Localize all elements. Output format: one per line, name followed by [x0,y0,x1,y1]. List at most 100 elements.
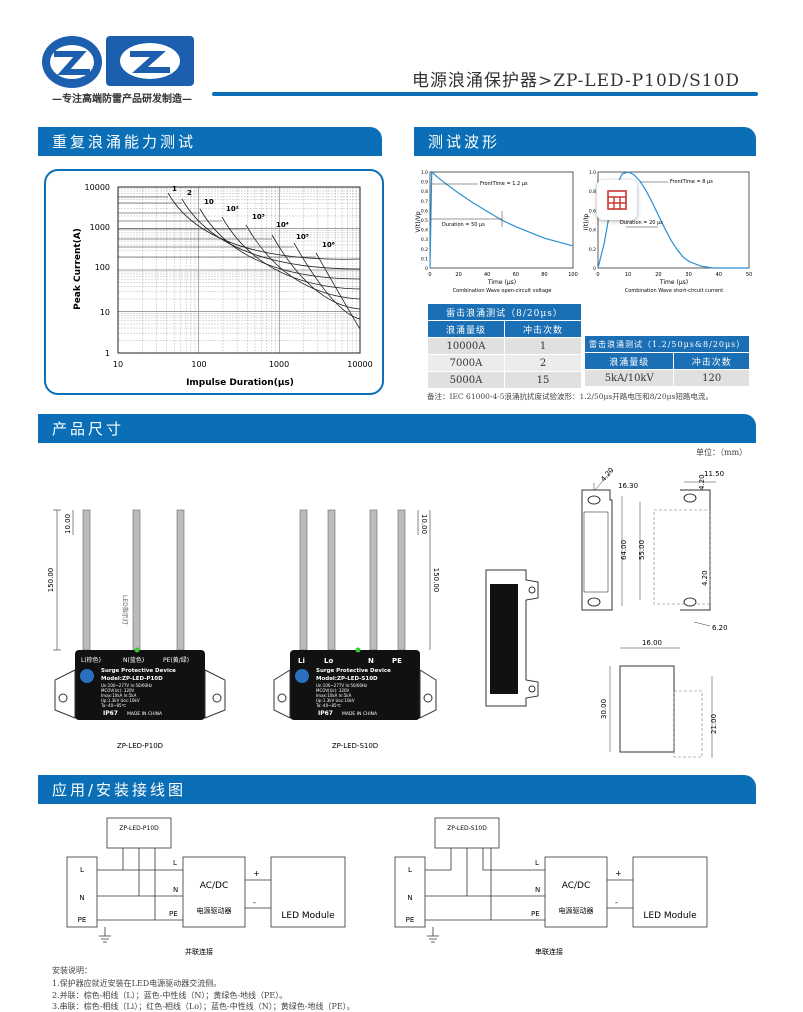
p-spec-2: Imax:10kA In:5kA [101,693,137,698]
s-spec-3: Up:1.3kV Uoc:10kV [316,698,355,703]
s-name: Surge Protective Device [316,668,391,674]
drv-in-n-s: N [535,886,540,894]
current-xlabel: Time (μs) [659,279,688,286]
table1-title: 雷击浪涌测试（8/20μs） [427,303,582,321]
voltage-xlabel: Time (μs) [487,279,516,286]
surge-grid [117,186,361,354]
x-tick-label: 0 [428,272,431,278]
table2-title: 雷击浪涌测试（1.2/50μs&8/20μs） [584,335,750,353]
rail-pe-p: PE [78,916,87,924]
s-spec-0: Un:100~277V In:50/60Hz [316,683,367,688]
current-caption: Combination Wave short-circuit current [625,288,723,294]
s-term-1: Lo [324,657,333,665]
drv-in-pe-s: PE [531,910,540,918]
surge-curve [271,234,361,310]
tagline: —专注高端防雷产品研发制造— [52,94,192,105]
x-tick-label: 80 [541,272,547,278]
curve-label-10-2: 10² [226,205,239,213]
surge-ytick-2: 100 [95,263,110,272]
test-note: 备注：IEC 61000-4-5浪涌抗扰度试验波形：1.2/50μs开路电压和8… [427,392,713,401]
y-tick-label: 1.0 [589,170,596,176]
dim-64-00: 64.00 [620,540,628,560]
y-tick-label: 0.2 [589,247,596,253]
voltage-ylabel: V(t)/Vp [415,211,422,232]
voltage-duration: Duration = 50 μs [442,222,485,228]
wiring-series: ZP-LED-S10D L N PE L N PE AC/DC 电源驱动器 + … [394,817,708,956]
x-tick-label: 50 [746,272,752,278]
surge-curve [315,252,361,330]
x-tick-label: 10 [625,272,631,278]
section-waveform: 测试波形 [414,127,756,156]
drv-in-l-s: L [535,859,539,867]
y-tick-label: 0.8 [589,189,596,195]
driver-sub-s: 电源驱动器 [559,906,594,915]
install-title: 安装说明： [52,966,92,975]
wiring-box-s: ZP-LED-S10D [447,825,487,832]
drv-in-pe-p: PE [169,910,178,918]
section-wiring: 应用/安装接线图 [38,775,756,804]
y-tick-label: 0 [593,266,596,272]
y-tick-label: 0.7 [421,199,428,205]
y-tick-label: 0.4 [421,228,428,234]
wiring-box-p: ZP-LED-P10D [119,825,159,832]
y-tick-label: 0 [425,266,428,272]
p-name: Surge Protective Device [101,668,176,674]
p-term-1: N(蓝色) [123,656,144,664]
dim-11-50: 11.50 [704,470,724,478]
surge-xtick-2: 1000 [269,360,289,369]
drv-in-l-p: L [173,859,177,867]
s-term-2: N [368,657,374,665]
s-term-3: PE [392,657,402,665]
x-tick-label: 100 [568,272,578,278]
curve-label-1: 1 [172,185,177,193]
x-tick-label: 0 [596,272,599,278]
surge-curve [181,198,361,270]
x-tick-label: 40 [716,272,722,278]
y-tick-label: 0.9 [421,180,428,186]
minus-p: - [253,898,256,907]
x-tick-label: 40 [484,272,490,278]
table-cell: 15 [504,371,582,389]
y-tick-label: 0.4 [589,228,596,234]
dim-30-00: 30.00 [600,699,608,719]
surge-curves [118,192,361,330]
rail-pe-s: PE [406,916,415,924]
rail-n-p: N [79,894,84,902]
install-line-1: 1.保护器应就近安装在LED电源驱动器交流侧。 [52,979,222,988]
p-spec-4: Ta:-40~85℃ [100,703,127,708]
surge-xlabel: Impulse Duration(μs) [186,378,294,388]
table-cell: 1 [504,337,582,355]
voltage-caption: Combination Wave open-circuit voltage [453,288,552,294]
scan-overlay-icon[interactable] [597,180,637,220]
rail-l-s: L [408,866,412,874]
table-cell: 5kA/10kV [583,369,675,387]
y-tick-label: 0.6 [589,208,596,214]
wiring-caption-s: 串联连接 [535,947,563,956]
p-ip: IP67 [103,710,118,717]
current-duration: Duration = 20 μs [620,220,663,226]
x-tick-label: 20 [655,272,661,278]
curve-label-10-5: 10⁵ [296,233,309,241]
dim-55-00: 55.00 [638,540,646,560]
module-p: LED Module [281,911,335,921]
x-tick-label: 20 [455,272,461,278]
install-line-3: 3.串联：棕色-相线（Li）；红色-相线（Lo）；蓝色-中性线（N）；黄绿色-地… [52,1002,355,1011]
dim-150-p: 150.00 [47,568,55,593]
current-ylabel: I(t)/Ip [583,214,590,231]
voltage-curve [429,170,574,269]
y-tick-label: 0.2 [421,247,428,253]
s-term-0: Li [298,657,305,665]
dim-10-p: 10.00 [64,514,72,534]
model-label-p: ZP-LED-P10D [117,742,163,750]
wiring-parallel: ZP-LED-P10D L N PE L N PE AC/DC 电源驱动器 + … [66,817,346,956]
model-label-s: ZP-LED-S10D [332,742,378,750]
header-rule [212,92,758,96]
table2-h1: 冲击次数 [673,352,750,370]
table-cell: 120 [673,369,750,387]
p-spec-0: Un:100~277V In:50/60Hz [101,683,152,688]
